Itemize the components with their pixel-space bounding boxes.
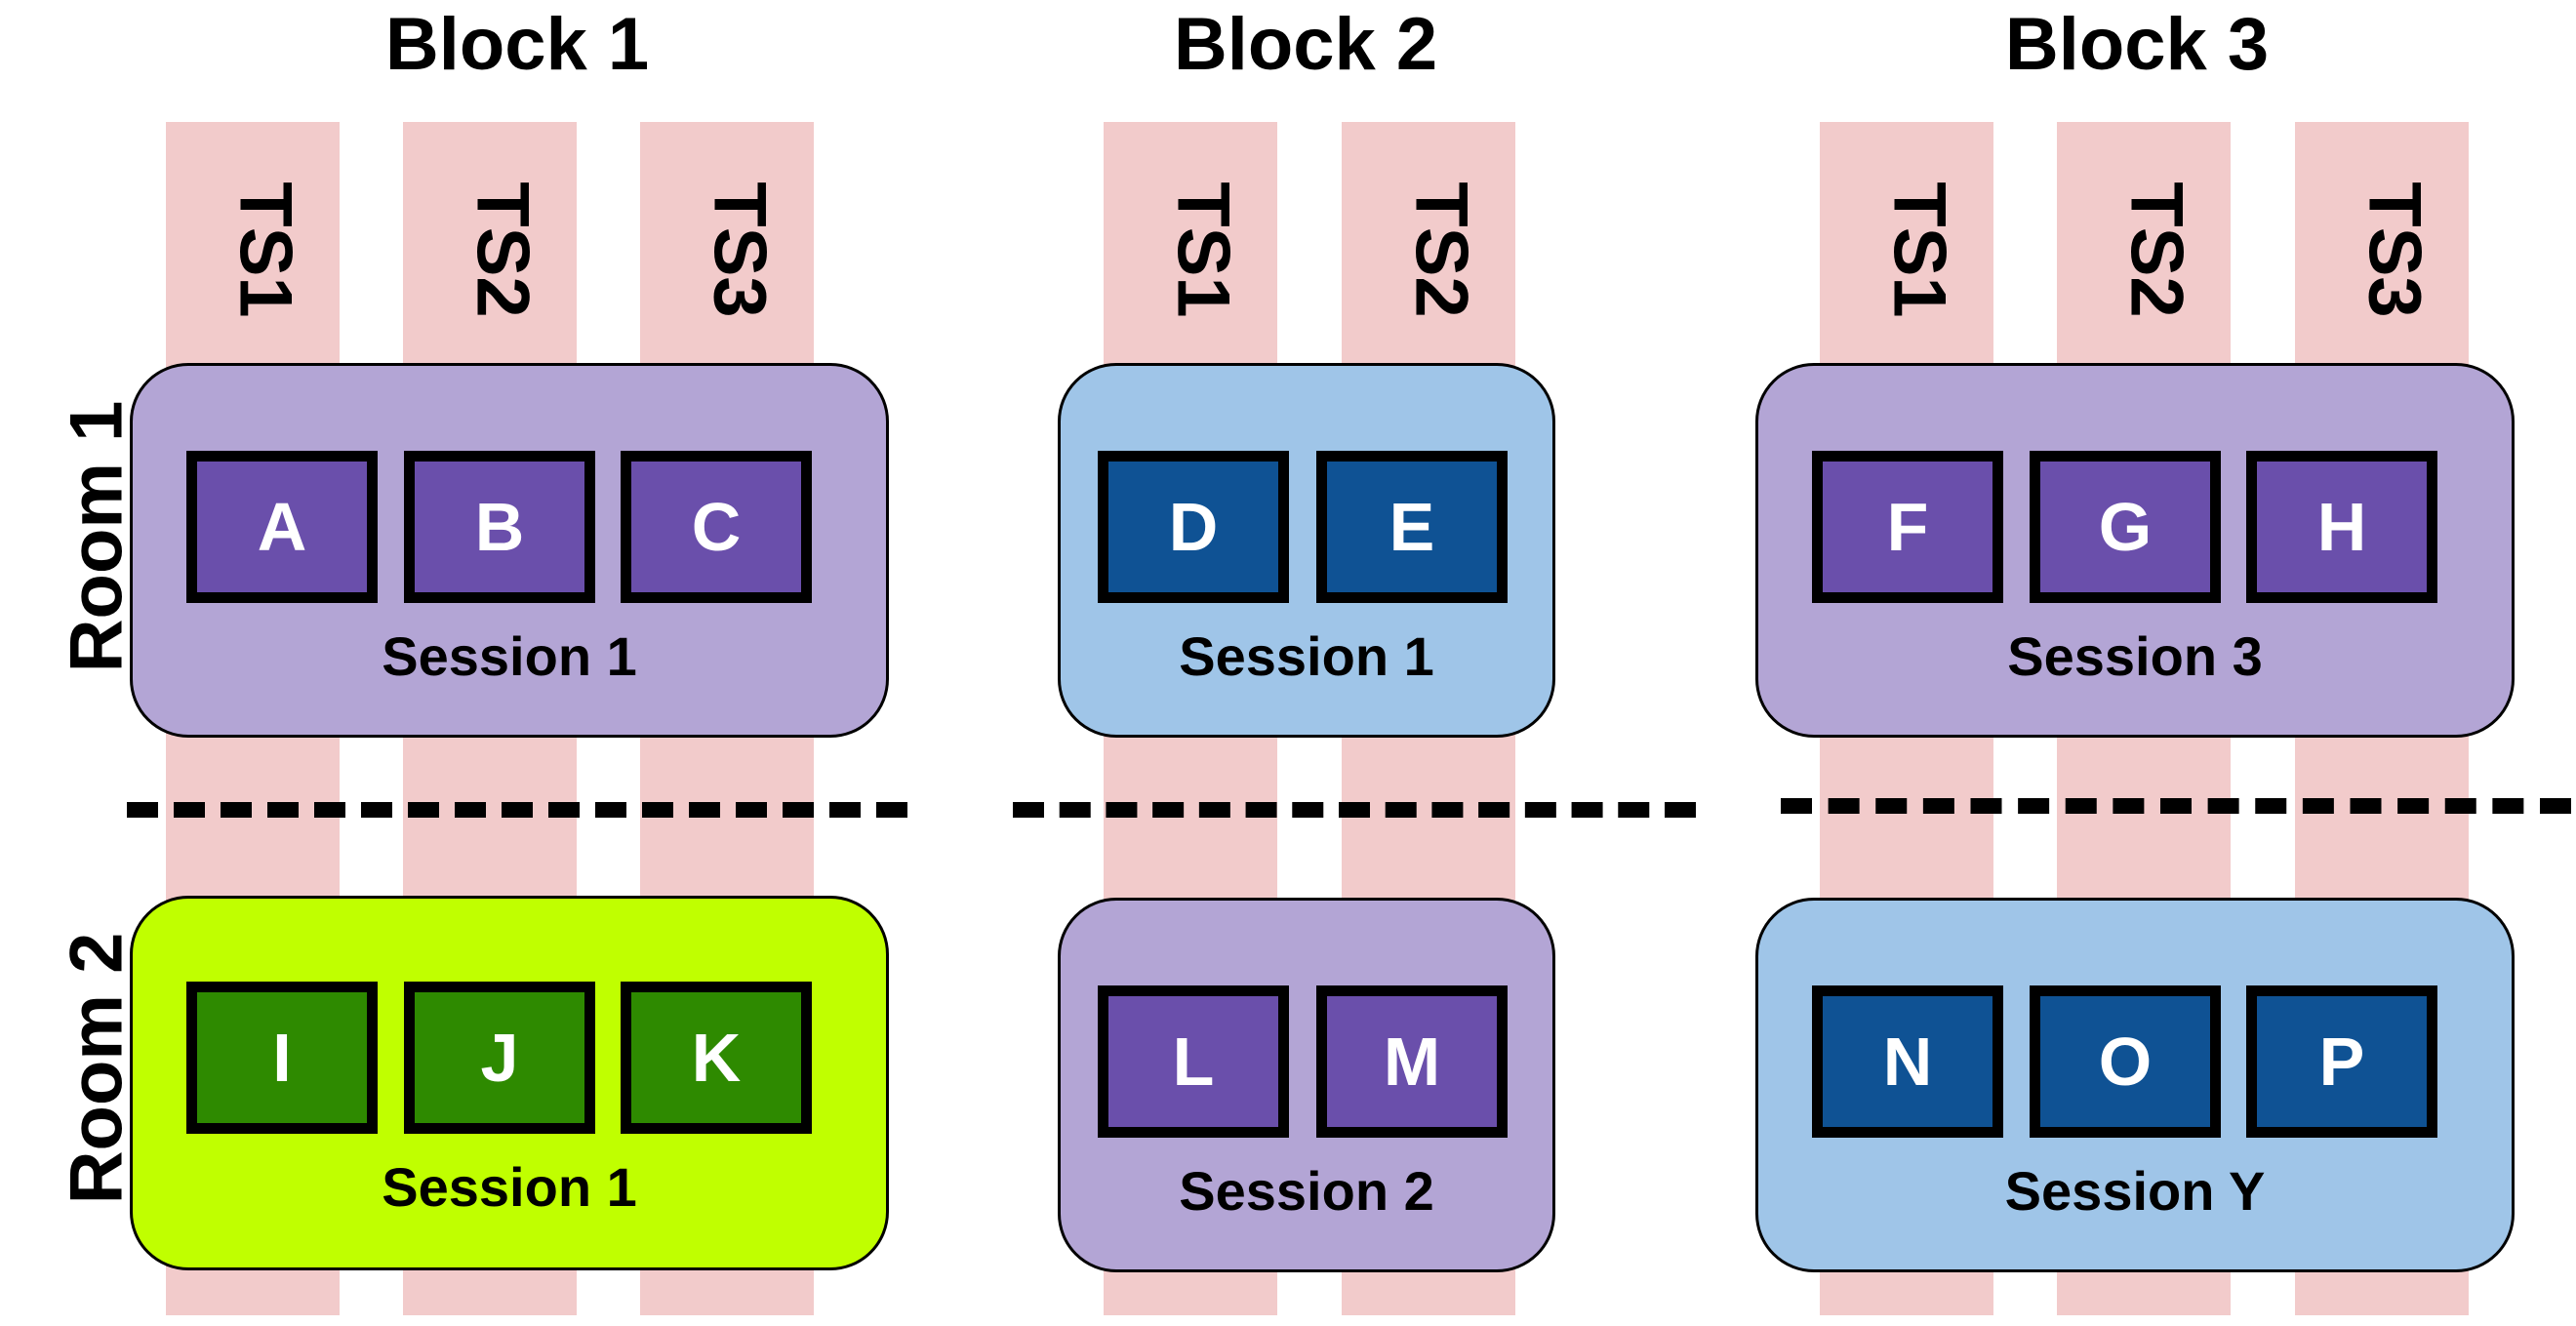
room-divider (1781, 798, 2571, 814)
session-label: Session 2 (1179, 1160, 1434, 1222)
paper-label: K (691, 1020, 742, 1096)
session-label: Session 1 (1179, 625, 1434, 687)
paper-card: A (186, 451, 378, 603)
session-box: I J K Session 1 (130, 896, 889, 1270)
paper-label: D (1168, 489, 1219, 565)
timeslot-label: TS2 (1399, 181, 1483, 318)
session-box: A B C Session 1 (130, 363, 889, 738)
timeslot-label: TS3 (2353, 181, 2436, 318)
paper-card: F (1812, 451, 2003, 603)
paper-label: M (1383, 1024, 1441, 1100)
paper-card: J (404, 982, 595, 1134)
paper-label: H (2316, 489, 2367, 565)
paper-card: E (1316, 451, 1508, 603)
paper-card: G (2030, 451, 2221, 603)
paper-card: K (621, 982, 812, 1134)
paper-label: J (480, 1020, 519, 1096)
paper-card: H (2246, 451, 2437, 603)
paper-card: O (2030, 985, 2221, 1138)
timeslot-label: TS1 (223, 181, 307, 318)
paper-label: G (2098, 489, 2153, 565)
timeslot-label: TS1 (1877, 181, 1961, 318)
paper-label: A (257, 489, 307, 565)
session-label: Session 1 (382, 625, 637, 687)
block-title-3: Block 3 (2004, 3, 2270, 86)
paper-label: B (474, 489, 525, 565)
paper-card: M (1316, 985, 1508, 1138)
session-label: Session Y (2004, 1160, 2266, 1222)
paper-label: L (1172, 1024, 1215, 1100)
session-box: L M Session 2 (1058, 898, 1555, 1272)
paper-card: I (186, 982, 378, 1134)
room-divider (1013, 802, 1696, 818)
block-title-1: Block 1 (384, 3, 650, 86)
block-title-2: Block 2 (1173, 3, 1438, 86)
timeslot-label: TS2 (2114, 181, 2198, 318)
session-box: N O P Session Y (1755, 898, 2515, 1272)
session-label: Session 3 (2007, 625, 2263, 687)
timeslot-label: TS3 (698, 181, 782, 318)
room-label-2: Room 2 (55, 932, 139, 1205)
paper-label: P (2318, 1024, 2365, 1100)
paper-card: P (2246, 985, 2437, 1138)
paper-card: N (1812, 985, 2003, 1138)
session-box: D E Session 1 (1058, 363, 1555, 738)
paper-label: O (2098, 1024, 2153, 1100)
paper-label: N (1882, 1024, 1933, 1100)
paper-card: B (404, 451, 595, 603)
room-label-1: Room 1 (55, 400, 139, 673)
timeslot-label: TS2 (461, 181, 544, 318)
room-divider (127, 802, 907, 818)
paper-card: C (621, 451, 812, 603)
session-box: F G H Session 3 (1755, 363, 2515, 738)
paper-label: F (1886, 489, 1929, 565)
timeslot-label: TS1 (1161, 181, 1245, 318)
paper-label: I (272, 1020, 292, 1096)
paper-label: E (1389, 489, 1435, 565)
paper-label: C (691, 489, 742, 565)
paper-card: D (1098, 451, 1289, 603)
paper-card: L (1098, 985, 1289, 1138)
session-label: Session 1 (382, 1156, 637, 1218)
